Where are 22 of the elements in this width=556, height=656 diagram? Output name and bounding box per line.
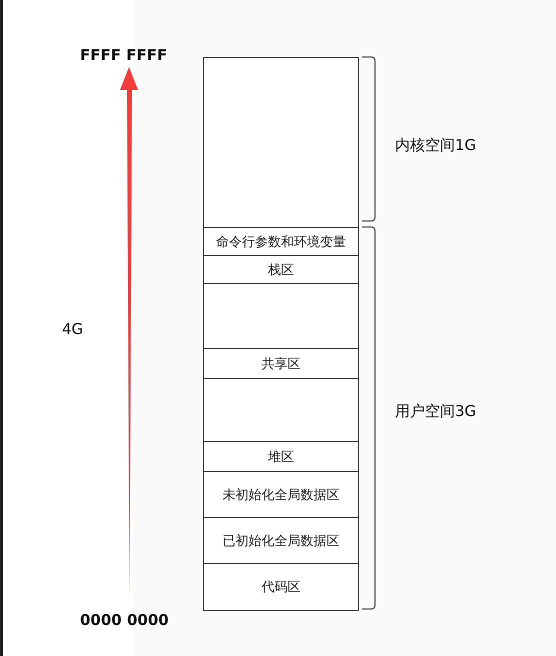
segment-label: 已初始化全局数据区 [222, 532, 340, 550]
segment-label: 堆区 [268, 448, 294, 466]
segment-label: 共享区 [262, 356, 300, 373]
region-label: 内核空间1G [395, 136, 476, 155]
memory-segment [203, 517, 359, 564]
segment-label: 未初始化全局数据区 [222, 486, 340, 504]
kernel-space-segment [203, 57, 359, 228]
address-label: 0000 0000 [80, 611, 169, 629]
memory-segment [203, 441, 359, 472]
segment-label: 命令行参数和环境变量 [216, 234, 346, 251]
memory-segment [203, 471, 359, 518]
memory-segment [203, 348, 359, 380]
memory-segment [203, 563, 359, 610]
memory-segment [203, 227, 359, 256]
segment-label: 栈区 [268, 262, 294, 279]
segment-label: 代码区 [262, 578, 300, 596]
free-space-segment [203, 283, 359, 350]
size-label: 4G [62, 320, 84, 338]
region-label: 用户空间3G [395, 402, 476, 421]
address-label: FFFF FFFF [80, 46, 168, 64]
memory-segment [203, 255, 359, 284]
free-space-segment [203, 378, 359, 442]
